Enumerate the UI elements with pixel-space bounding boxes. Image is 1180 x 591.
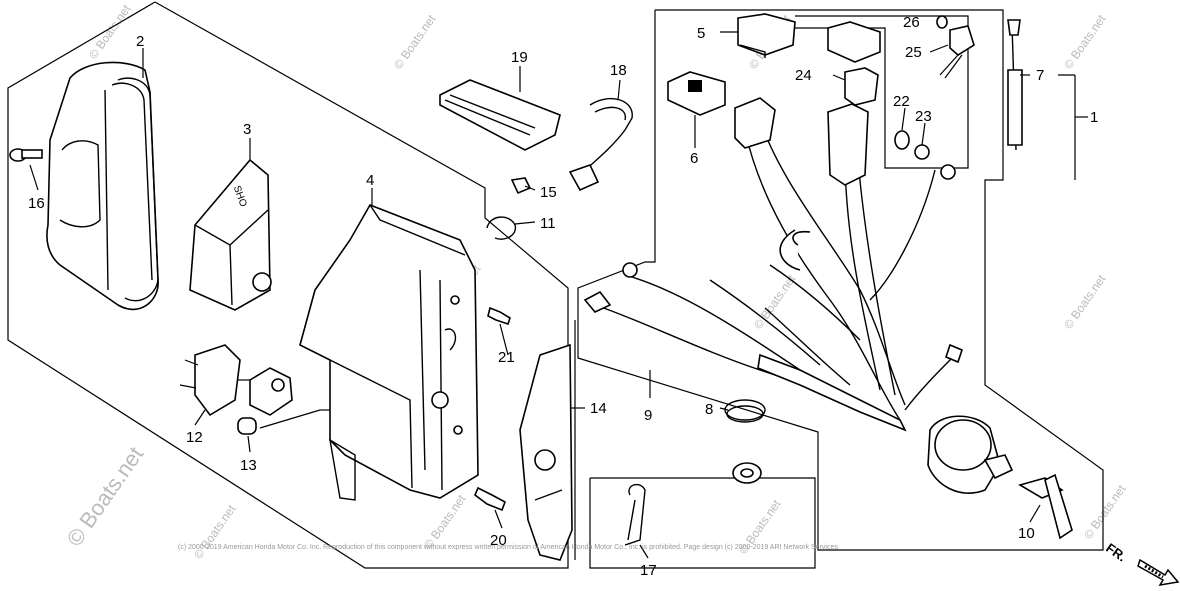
part-23-washer [914, 144, 930, 160]
watermark: © Boats.net [191, 502, 239, 562]
callout-24: 24 [795, 67, 812, 84]
front-direction-indicator: FR. [1103, 540, 1180, 587]
part-5-relay [737, 13, 796, 58]
part-8-band [724, 399, 766, 423]
grommet [732, 462, 762, 484]
part-fuse-cover [827, 21, 881, 63]
direction-arrow-icon [1137, 558, 1180, 587]
part-14-plate [519, 343, 573, 561]
callout-19: 19 [511, 49, 528, 66]
callout-9: 9 [644, 407, 652, 424]
callout-14: 14 [590, 400, 607, 417]
part-11-clip [486, 216, 517, 240]
part-15-screw [510, 177, 532, 195]
watermark: © Boats.net [391, 12, 439, 72]
watermark: © Boats.net [1061, 12, 1109, 72]
part-21-screw [487, 306, 511, 326]
callout-12: 12 [186, 429, 203, 446]
watermark: © Boats.net [86, 2, 134, 62]
clip-group-outline [589, 477, 816, 569]
watermark: © Boats.net [421, 492, 469, 552]
callout-16: 16 [28, 195, 45, 212]
part-3-bracket: SHO [189, 158, 272, 311]
part-19-holder [439, 79, 561, 151]
callout-4: 4 [366, 172, 374, 189]
callout-20: 20 [490, 532, 507, 549]
copyright-text: (c) 2000-2019 American Honda Motor Co. I… [178, 544, 838, 551]
callout-15: 15 [540, 184, 557, 201]
callout-22: 22 [893, 93, 910, 110]
leader-lines [29, 31, 1088, 559]
part-26-nut [936, 15, 948, 29]
part-25-terminal [939, 25, 975, 79]
part-20-screw [474, 486, 506, 512]
callout-8: 8 [705, 401, 713, 418]
callout-21: 21 [498, 349, 515, 366]
fuse-group-outline [795, 15, 969, 169]
callout-7: 7 [1036, 67, 1044, 84]
ignition-switch [927, 415, 1014, 494]
watermark: © Boats.net [1061, 272, 1109, 332]
callout-25: 25 [905, 44, 922, 61]
callout-23: 23 [915, 108, 932, 125]
callout-18: 18 [610, 62, 627, 79]
callout-5: 5 [697, 25, 705, 42]
part-24-fuse [844, 67, 879, 106]
part-13-knob [237, 367, 330, 435]
left-assembly-outline [7, 1, 569, 569]
part-16-screw [9, 148, 43, 162]
part-12-switch [179, 344, 250, 417]
part-2-cover [46, 61, 159, 311]
part-4-box [299, 204, 479, 501]
right-assembly-outline [577, 9, 1104, 551]
callout-11: 11 [540, 215, 556, 232]
callout-10: 10 [1018, 525, 1035, 542]
callout-1: 1 [1090, 109, 1098, 126]
watermark-main: © Boats.net [62, 442, 149, 551]
callout-26: 26 [903, 14, 920, 31]
part-6-cap [667, 71, 726, 116]
callout-2: 2 [136, 33, 144, 50]
part-18-clamp [568, 97, 633, 192]
callout-6: 6 [690, 150, 698, 167]
part-22-nut [894, 130, 910, 150]
callout-17: 17 [640, 562, 657, 579]
callouts: 1 2 3 4 5 6 7 8 9 10 11 12 13 14 15 16 1… [28, 14, 1098, 579]
callout-13: 13 [240, 457, 257, 474]
callout-3: 3 [243, 121, 251, 138]
part-17-clip [624, 483, 646, 546]
part-7-rod [1007, 19, 1023, 151]
part-10-key [1017, 473, 1073, 540]
direction-label: FR. [1103, 540, 1129, 564]
watermark: © Boats.net [1081, 482, 1129, 542]
part-9-harness [583, 97, 963, 432]
